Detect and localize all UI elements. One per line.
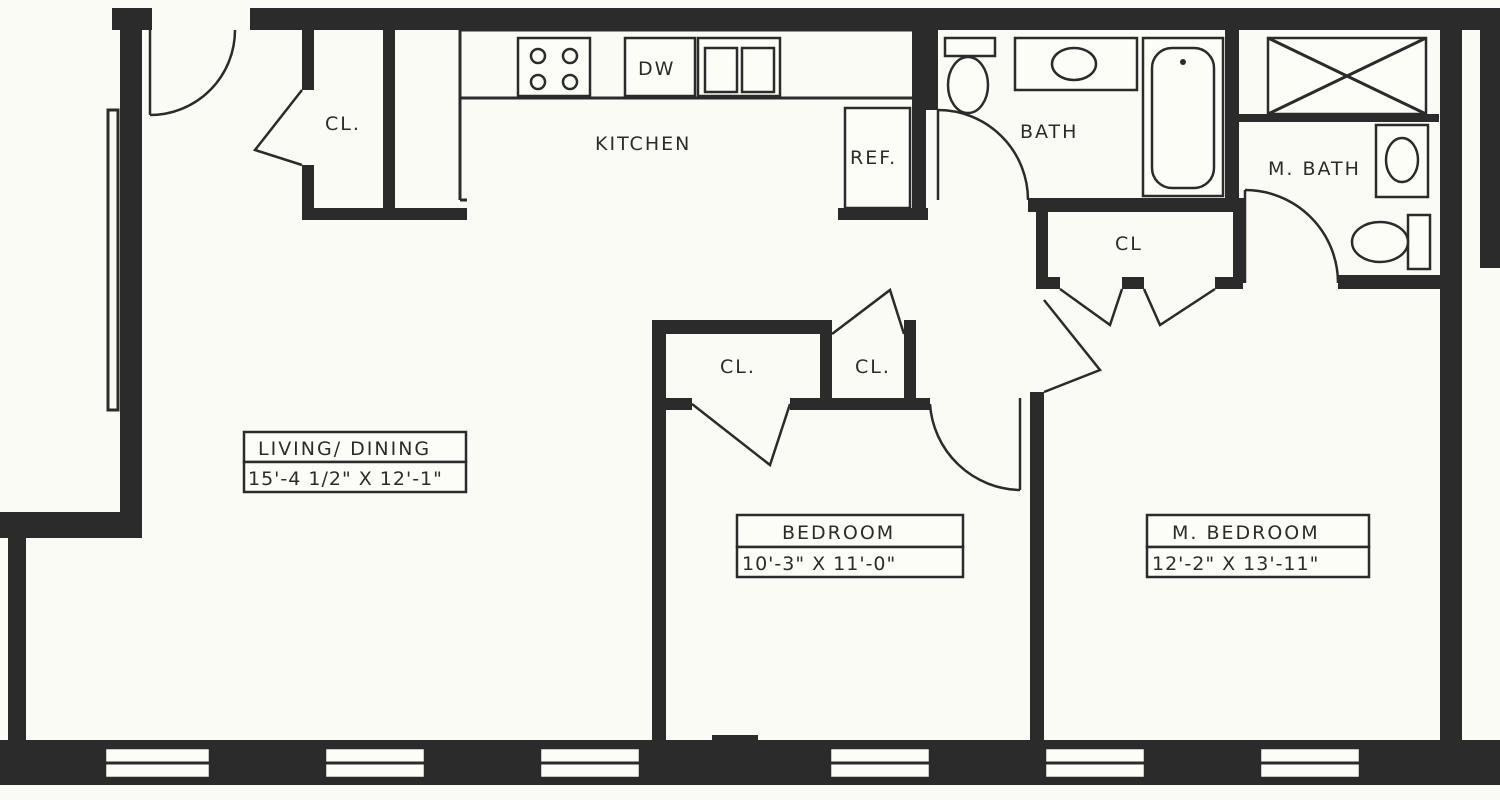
entry-closet-label: CL. — [325, 113, 361, 135]
bedroom-name: BEDROOM — [782, 522, 895, 544]
windows — [103, 746, 1362, 780]
refrigerator-label: REF. — [850, 147, 897, 169]
kitchen-counters — [458, 28, 928, 220]
entry-door — [148, 29, 237, 117]
master-bedroom-dims: 12'-2" X 13'-11" — [1152, 553, 1319, 575]
entry-closet — [252, 30, 467, 220]
exterior-walls — [0, 8, 1500, 785]
living-dining-name: LIVING/ DINING — [258, 438, 431, 460]
bedroom-walls — [652, 287, 1022, 749]
bedroom-closet-1-label: CL. — [720, 356, 756, 378]
master-bedroom-tag: M. BEDROOM 12'-2" X 13'-11" — [1145, 513, 1371, 579]
bath — [926, 30, 1239, 212]
bedroom-dims: 10'-3" X 11'-0" — [742, 553, 896, 575]
bath-label: BATH — [1020, 121, 1078, 143]
hall-closet — [1036, 205, 1243, 328]
master-bedroom-wall — [1030, 299, 1103, 744]
hall-closet-label: CL — [1115, 233, 1143, 255]
kitchen-label: KITCHEN — [595, 133, 691, 155]
master-bath — [1233, 36, 1440, 289]
master-bedroom-name: M. BEDROOM — [1172, 522, 1320, 544]
living-dining-dims: 15'-4 1/2" X 12'-1" — [248, 468, 443, 490]
living-dining-tag: LIVING/ DINING 15'-4 1/2" X 12'-1" — [242, 430, 468, 494]
dishwasher-label: DW — [638, 58, 675, 80]
master-bath-label: M. BATH — [1268, 158, 1361, 180]
bedroom-closet-2-label: CL. — [855, 356, 891, 378]
bedroom-tag: BEDROOM 10'-3" X 11'-0" — [735, 513, 965, 579]
